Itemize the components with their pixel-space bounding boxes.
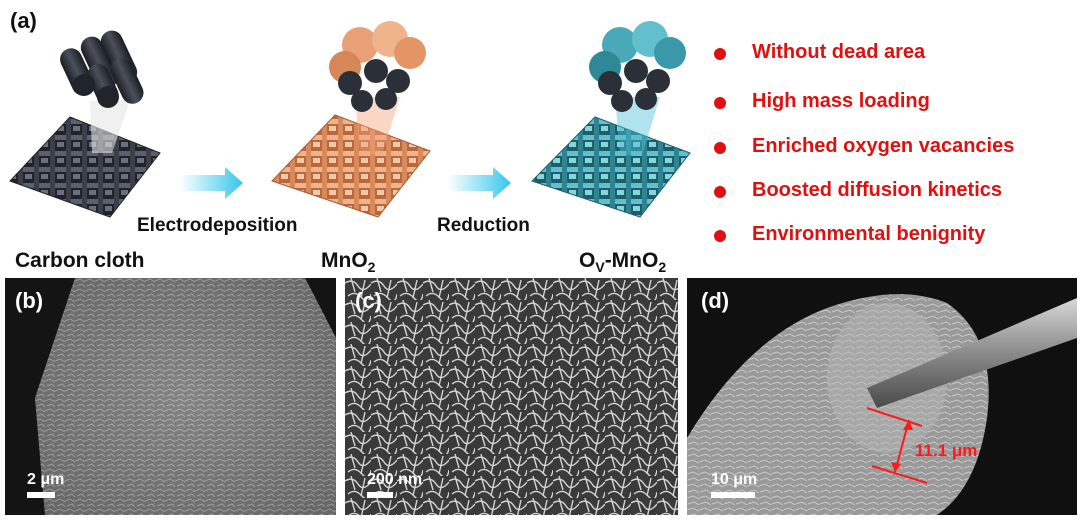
sem-nanosheets (345, 278, 678, 515)
panel-d-sem-image: (d) 11.1 μm 10 μm (687, 278, 1077, 515)
arrow-reduction (448, 167, 511, 199)
thickness-measurement: 11.1 μm (915, 441, 978, 460)
feature-item: Enriched oxygen vacancies (752, 135, 1015, 157)
label-ov-mno2: OV-MnO2 (579, 249, 667, 276)
panel-b-sem-image: (b) 2 μm (5, 278, 336, 515)
mno2-illustration (271, 21, 431, 218)
sem-fiber-surface (5, 278, 336, 515)
scale-bar (27, 492, 55, 498)
sem-cross-section (687, 278, 1077, 515)
bullet-icon (714, 186, 726, 198)
scale-bar (367, 492, 393, 498)
feature-item: Environmental benignity (752, 223, 986, 245)
panel-c-label: (c) (355, 288, 382, 313)
scale-label: 10 μm (711, 471, 758, 488)
panel-a-label: (a) (10, 8, 37, 33)
schematic-illustrations (9, 21, 691, 218)
feature-item: High mass loading (752, 90, 930, 112)
panel-c-sem-image: (c) 200 nm (345, 278, 678, 515)
bullet-icon (714, 230, 726, 242)
bullet-icon (714, 48, 726, 60)
step-electrodeposition: Electrodeposition (137, 215, 298, 236)
scale-label: 200 nm (367, 471, 423, 488)
scale-bar (711, 492, 755, 498)
step-reduction: Reduction (437, 215, 530, 236)
label-mno2: MnO2 (321, 249, 376, 276)
panel-d-label: (d) (701, 288, 730, 313)
ov-mno2-illustration (531, 21, 691, 218)
carbon-cloth-illustration (9, 30, 161, 218)
panel-b-label: (b) (15, 288, 44, 313)
arrow-electrodeposition (180, 167, 243, 199)
feature-item: Boosted diffusion kinetics (752, 179, 1003, 201)
bullet-icon (714, 142, 726, 154)
feature-item: Without dead area (752, 41, 926, 63)
scale-label: 2 μm (27, 471, 65, 488)
bullet-icon (714, 97, 726, 109)
label-carbon-cloth: Carbon cloth (15, 249, 145, 272)
